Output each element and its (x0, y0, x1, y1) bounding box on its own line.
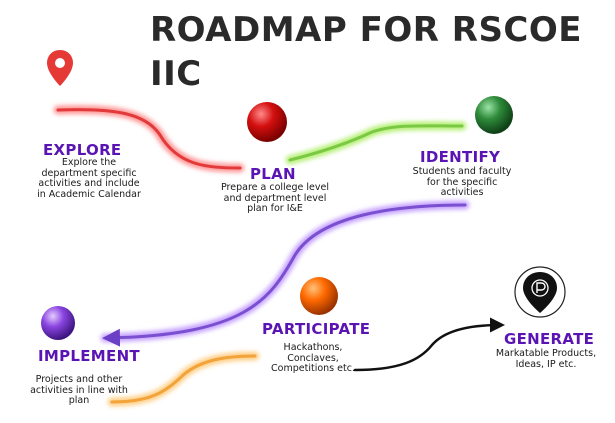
stage-title-participate: PARTICIPATE (262, 320, 371, 338)
stage-desc-identify: Students and faculty for the specific ac… (408, 166, 516, 199)
map-pin-icon (47, 50, 73, 86)
stage-title-explore: EXPLORE (43, 141, 122, 159)
identify-ball (475, 96, 513, 134)
desc-line: plan for I&E (247, 203, 303, 214)
implement-ball (41, 306, 75, 340)
stage-desc-implement: Projects and other activities in line wi… (22, 374, 136, 407)
path-explore-plan (53, 105, 245, 173)
stage-title-identify: IDENTIFY (420, 148, 501, 166)
desc-line: Explore the (61, 157, 117, 168)
desc-line: department specific (41, 167, 137, 179)
desc-line: Markatable Products, (495, 348, 597, 359)
desc-line: Ideas, IP etc. (515, 358, 577, 370)
desc-line: Hackathons, (283, 342, 343, 353)
desc-line: Competitions etc. (271, 363, 355, 374)
desc-line: Prepare a college level (220, 182, 329, 193)
plan-ball (247, 102, 287, 142)
stage-desc-generate: Markatable Products, Ideas, IP etc. (490, 348, 602, 370)
desc-line: in Academic Calendar (37, 188, 141, 200)
path-participate-generate (353, 317, 505, 372)
stage-desc-explore: Explore the department specific activiti… (30, 157, 148, 200)
desc-line: activities (440, 187, 484, 198)
desc-line: Conclaves, (287, 352, 339, 364)
page-title: ROADMAP FOR RSCOE IIC (150, 10, 583, 94)
path-identify-implement (100, 200, 470, 347)
desc-line: and department level (223, 192, 327, 204)
desc-line: for the specific (426, 176, 498, 188)
parking-pin-icon (514, 266, 566, 318)
stage-title-generate: GENERATE (504, 330, 595, 348)
desc-line: activities in line with (30, 384, 128, 396)
desc-line: plan (68, 395, 90, 406)
stage-title-plan: PLAN (250, 165, 296, 183)
desc-line: Projects and other (35, 374, 123, 385)
path-implement-participate (107, 351, 260, 407)
desc-line: activities and include (38, 178, 140, 189)
stage-desc-plan: Prepare a college level and department l… (210, 182, 340, 215)
desc-line: Students and faculty (412, 166, 512, 177)
participate-ball (300, 277, 338, 315)
path-plan-identify (285, 121, 467, 165)
stage-desc-participate: Hackathons, Conclaves, Competitions etc. (263, 342, 363, 375)
stage-title-implement: IMPLEMENT (38, 347, 140, 365)
